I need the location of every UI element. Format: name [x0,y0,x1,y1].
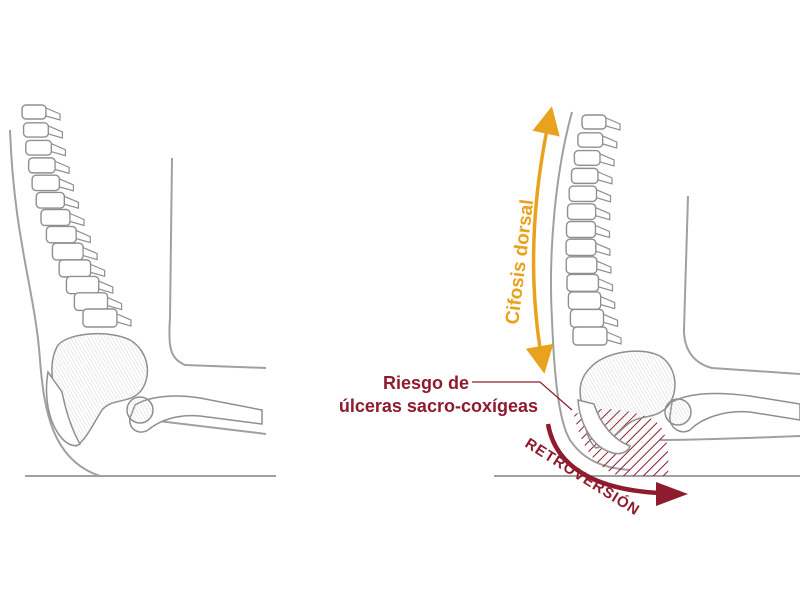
right-spine-vertebra [566,203,597,221]
torso-front-outline-right [682,195,800,375]
retroversion-arrowhead [656,482,688,506]
thigh-outline-right [659,435,800,441]
right-spine-spinous-process [596,260,612,274]
left-spine-vertebra [82,308,118,328]
correct-sitting-figure [9,104,276,477]
sacrum-left [45,370,81,447]
right-spine-spinous-process [602,135,618,149]
left-spine-vertebra [27,157,56,174]
right-spine-vertebra [572,326,608,346]
left-spine-vertebra [73,292,109,312]
left-spine-spinous-process [75,229,91,244]
left-spine-spinous-process [82,246,98,261]
riesgo-label-line1: Riesgo de [383,373,469,393]
femur-left [129,395,263,433]
right-spine-spinous-process [606,331,622,345]
left-spine-spinous-process [116,313,132,327]
right-spine-spinous-process [597,170,613,185]
left-spine-spinous-process [45,107,61,121]
left-spine-spinous-process [69,212,85,227]
right-spine-vertebra [565,256,598,275]
right-spine-spinous-process [595,188,612,203]
right-spine-vertebra [570,167,599,185]
left-spine-vertebra [58,259,92,278]
right-spine-vertebra [565,220,597,239]
right-spine-vertebra [568,185,598,203]
right-spine-vertebra [565,238,597,257]
right-spine-vertebra [581,114,607,130]
femoral-head-left [126,396,154,424]
right-spine-spinous-process [602,313,619,328]
left-spine-vertebra [25,139,53,156]
left-spine-vertebra [21,104,47,120]
right-spine-vertebra [573,149,601,166]
left-spine-vertebra [31,174,61,192]
cifosis-arrow [525,106,560,374]
left-spine-spinous-process [106,296,123,311]
left-spine-spinous-process [54,160,70,175]
left-spine-vertebra [35,191,66,209]
femur-right [669,392,800,433]
right-spine-spinous-process [595,206,611,221]
spine-left [21,104,132,328]
spine-right [565,114,622,346]
left-spine-vertebra [22,122,50,138]
right-spine-spinous-process [605,117,621,131]
right-spine-spinous-process [600,295,616,310]
torso-front-outline-left [168,157,267,369]
left-spine-spinous-process [47,125,64,139]
left-spine-spinous-process [58,177,75,192]
riesgo-label-line2: úlceras sacro-coxígeas [339,396,538,416]
right-spine-vertebra [566,273,600,293]
femoral-head-right [664,398,692,426]
left-spine-spinous-process [98,280,114,294]
right-spine-vertebra [577,132,604,148]
right-spine-vertebra [567,291,602,310]
left-spine-vertebra [45,225,77,244]
retroversion-arrow [545,423,661,496]
riesgo-leader-line [472,381,573,411]
left-spine-vertebra [40,208,71,227]
left-spine-spinous-process [90,263,106,278]
right-spine-spinous-process [599,153,615,167]
back-outline-left [9,129,101,477]
right-spine-spinous-process [597,277,614,292]
right-spine-vertebra [569,308,605,328]
left-spine-spinous-process [50,142,67,157]
left-spine-vertebra [51,242,84,261]
right-spine-spinous-process [595,242,611,257]
sacrum-right [577,399,631,455]
left-spine-spinous-process [63,195,80,210]
left-spine-vertebra [65,275,100,295]
right-spine-spinous-process [594,224,611,239]
